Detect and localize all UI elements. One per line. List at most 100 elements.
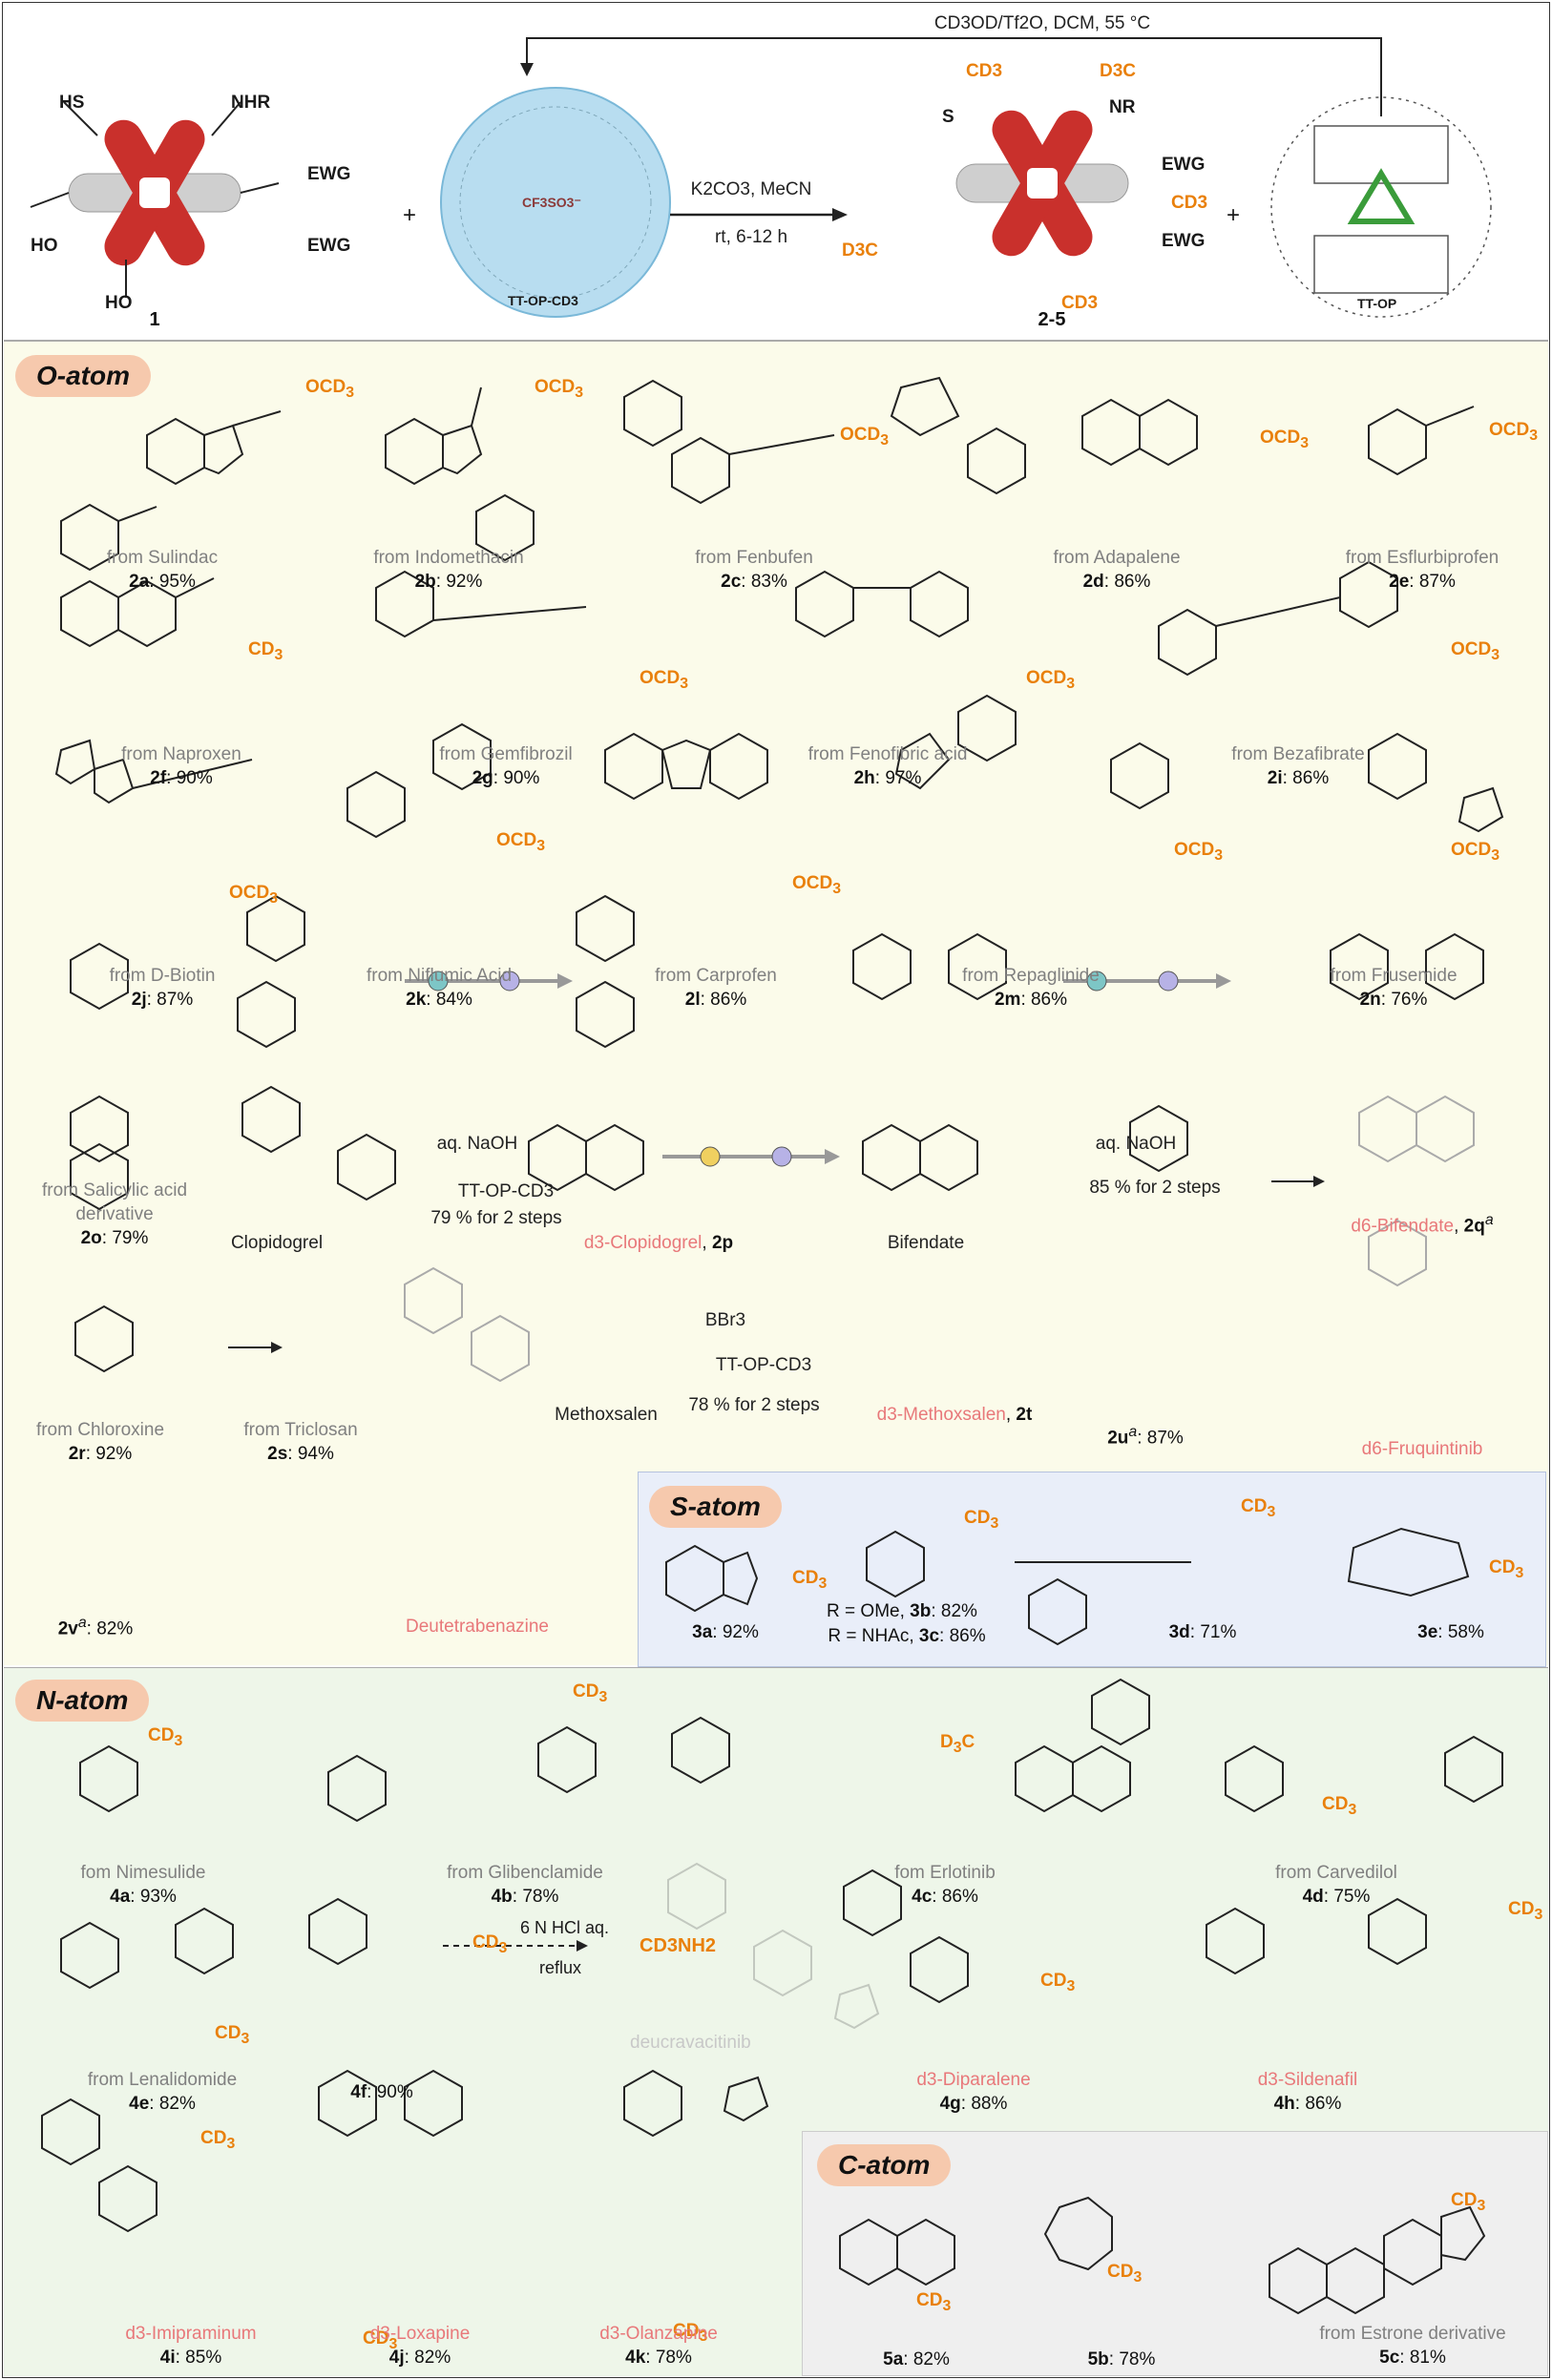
n-tag-4g: CD3: [1040, 1971, 1076, 1994]
clopidogrel-step1: aq. NaOH: [436, 1134, 518, 1154]
o-atom-panel: [4, 340, 1548, 1665]
product-d3c-o: D3C: [842, 240, 879, 261]
caption-3c: R = NHAc, 3c: 86%: [828, 1626, 986, 1646]
s-atom-panel: [638, 1472, 1546, 1667]
product-nr: NR: [1109, 97, 1136, 117]
methoxsalen-step1: BBr3: [704, 1310, 746, 1330]
c-tag-5c: CD3: [1451, 2190, 1486, 2214]
caption-5b: 5b: 78%: [1087, 2349, 1156, 2370]
mol-2b: [385, 386, 535, 562]
mol-2g: [375, 570, 587, 638]
substrate-ewg-2: EWG: [307, 236, 351, 256]
deucravacitinib-name: deucravacitinib: [630, 2033, 751, 2053]
mol-methoxsalen: [528, 1123, 644, 1192]
s-tag-3e: CD3: [1489, 1557, 1524, 1581]
o-atom-structures: [54, 376, 1504, 1383]
clopidogrel-name: Clopidogrel: [230, 1233, 324, 1253]
caption-2t: d3-Methoxsalen, 2t: [876, 1405, 1033, 1425]
mol-2e: [1368, 406, 1475, 476]
mol-2n: [1368, 732, 1504, 833]
plus-1: +: [403, 202, 417, 228]
clopidogrel-step2-text: TT-OP-CD3: [457, 1181, 555, 1201]
n-tag-4k: CD3: [673, 2321, 708, 2345]
product-cd3-s: CD3: [966, 61, 1003, 81]
caption-2u: 2ua: 87%: [1107, 1424, 1184, 1449]
c-tag-5a: CD3: [916, 2290, 952, 2314]
mol-2r: [70, 1095, 129, 1211]
conditions-line2: rt, 6-12 h: [714, 227, 788, 247]
scheme-graphics: [30, 37, 1492, 318]
substrate-ho-2: HO: [105, 293, 133, 313]
caption-2q: d6-Bifendate, 2qa: [1351, 1212, 1494, 1237]
mol-clopidogrel: [237, 894, 305, 1049]
hcl-reagent: 6 N HCl aq.: [520, 1918, 610, 1937]
n-tag-4i: CD3: [200, 2128, 236, 2152]
substrate-label: 1: [149, 309, 160, 330]
substrate-nhr: NHR: [231, 93, 271, 113]
bifendate-name: Bifendate: [887, 1233, 965, 1253]
methoxsalen-name: Methoxsalen: [555, 1405, 658, 1425]
n-atom-structures: [41, 1678, 1503, 2233]
methoxsalen-step2: TT-OP-CD3: [715, 1355, 812, 1375]
caption-2v: 2va: 82%: [57, 1615, 134, 1639]
hcl-cond: reflux: [539, 1958, 582, 1977]
caption-2p: d3-Clopidogrel, 2p: [583, 1233, 734, 1253]
c-atom-structures: [839, 2196, 1486, 2315]
caption-3e: 3e: 58%: [1417, 1622, 1484, 1642]
caption-3d: 3d: 71%: [1168, 1622, 1237, 1642]
reagent-counterion: CF3SO3⁻: [522, 195, 581, 210]
s-tag-3d: CD3: [1241, 1496, 1276, 1520]
n-tag-4e: CD3: [215, 2023, 250, 2047]
product-d3c-n: D3C: [1100, 61, 1137, 81]
caption-4f: 4f: 90%: [350, 2082, 413, 2102]
n-tag-4b: CD3: [573, 1681, 608, 1705]
mol-2t: [862, 1123, 978, 1192]
s-tag-3b: CD3: [964, 1508, 999, 1532]
n-tag-4f: CD3: [472, 1932, 508, 1956]
n-tag-4a: CD3: [148, 1725, 183, 1749]
o-atom-pill: O-atom: [15, 355, 151, 397]
general-scheme: CD3OD/Tf2O, DCM, 55 °C HS NHR EWG EWG HO…: [2, 2, 1550, 338]
n-tag-4h: CD3: [1508, 1899, 1543, 1923]
s-tag-3a: CD3: [792, 1568, 828, 1592]
mol-2j: [54, 739, 253, 804]
product-cd3-o: CD3: [1061, 293, 1099, 313]
clopidogrel-yield: 79 % for 2 steps: [430, 1208, 562, 1228]
recycle-conditions: CD3OD/Tf2O, DCM, 55 °C: [933, 13, 1151, 33]
mol-fruquintinib: [1358, 1095, 1475, 1287]
s-atom-pill: S-atom: [649, 1486, 782, 1528]
n-tag-4d: CD3: [1322, 1794, 1357, 1818]
mol-2o: [70, 942, 129, 1011]
mol-2u: [1129, 1104, 1188, 1173]
caption-3a: 3a: 92%: [692, 1622, 759, 1642]
mol-2k: [346, 722, 492, 839]
plus-2: +: [1227, 202, 1241, 228]
mol-2m: [894, 694, 1169, 810]
bifendate-step1: aq. NaOH: [1095, 1134, 1177, 1154]
deucravacitinib-ghost: [667, 1862, 880, 2030]
mol-2l: [604, 732, 768, 801]
mol-2c: [623, 379, 835, 505]
product-cd3-c: CD3: [1171, 193, 1208, 213]
